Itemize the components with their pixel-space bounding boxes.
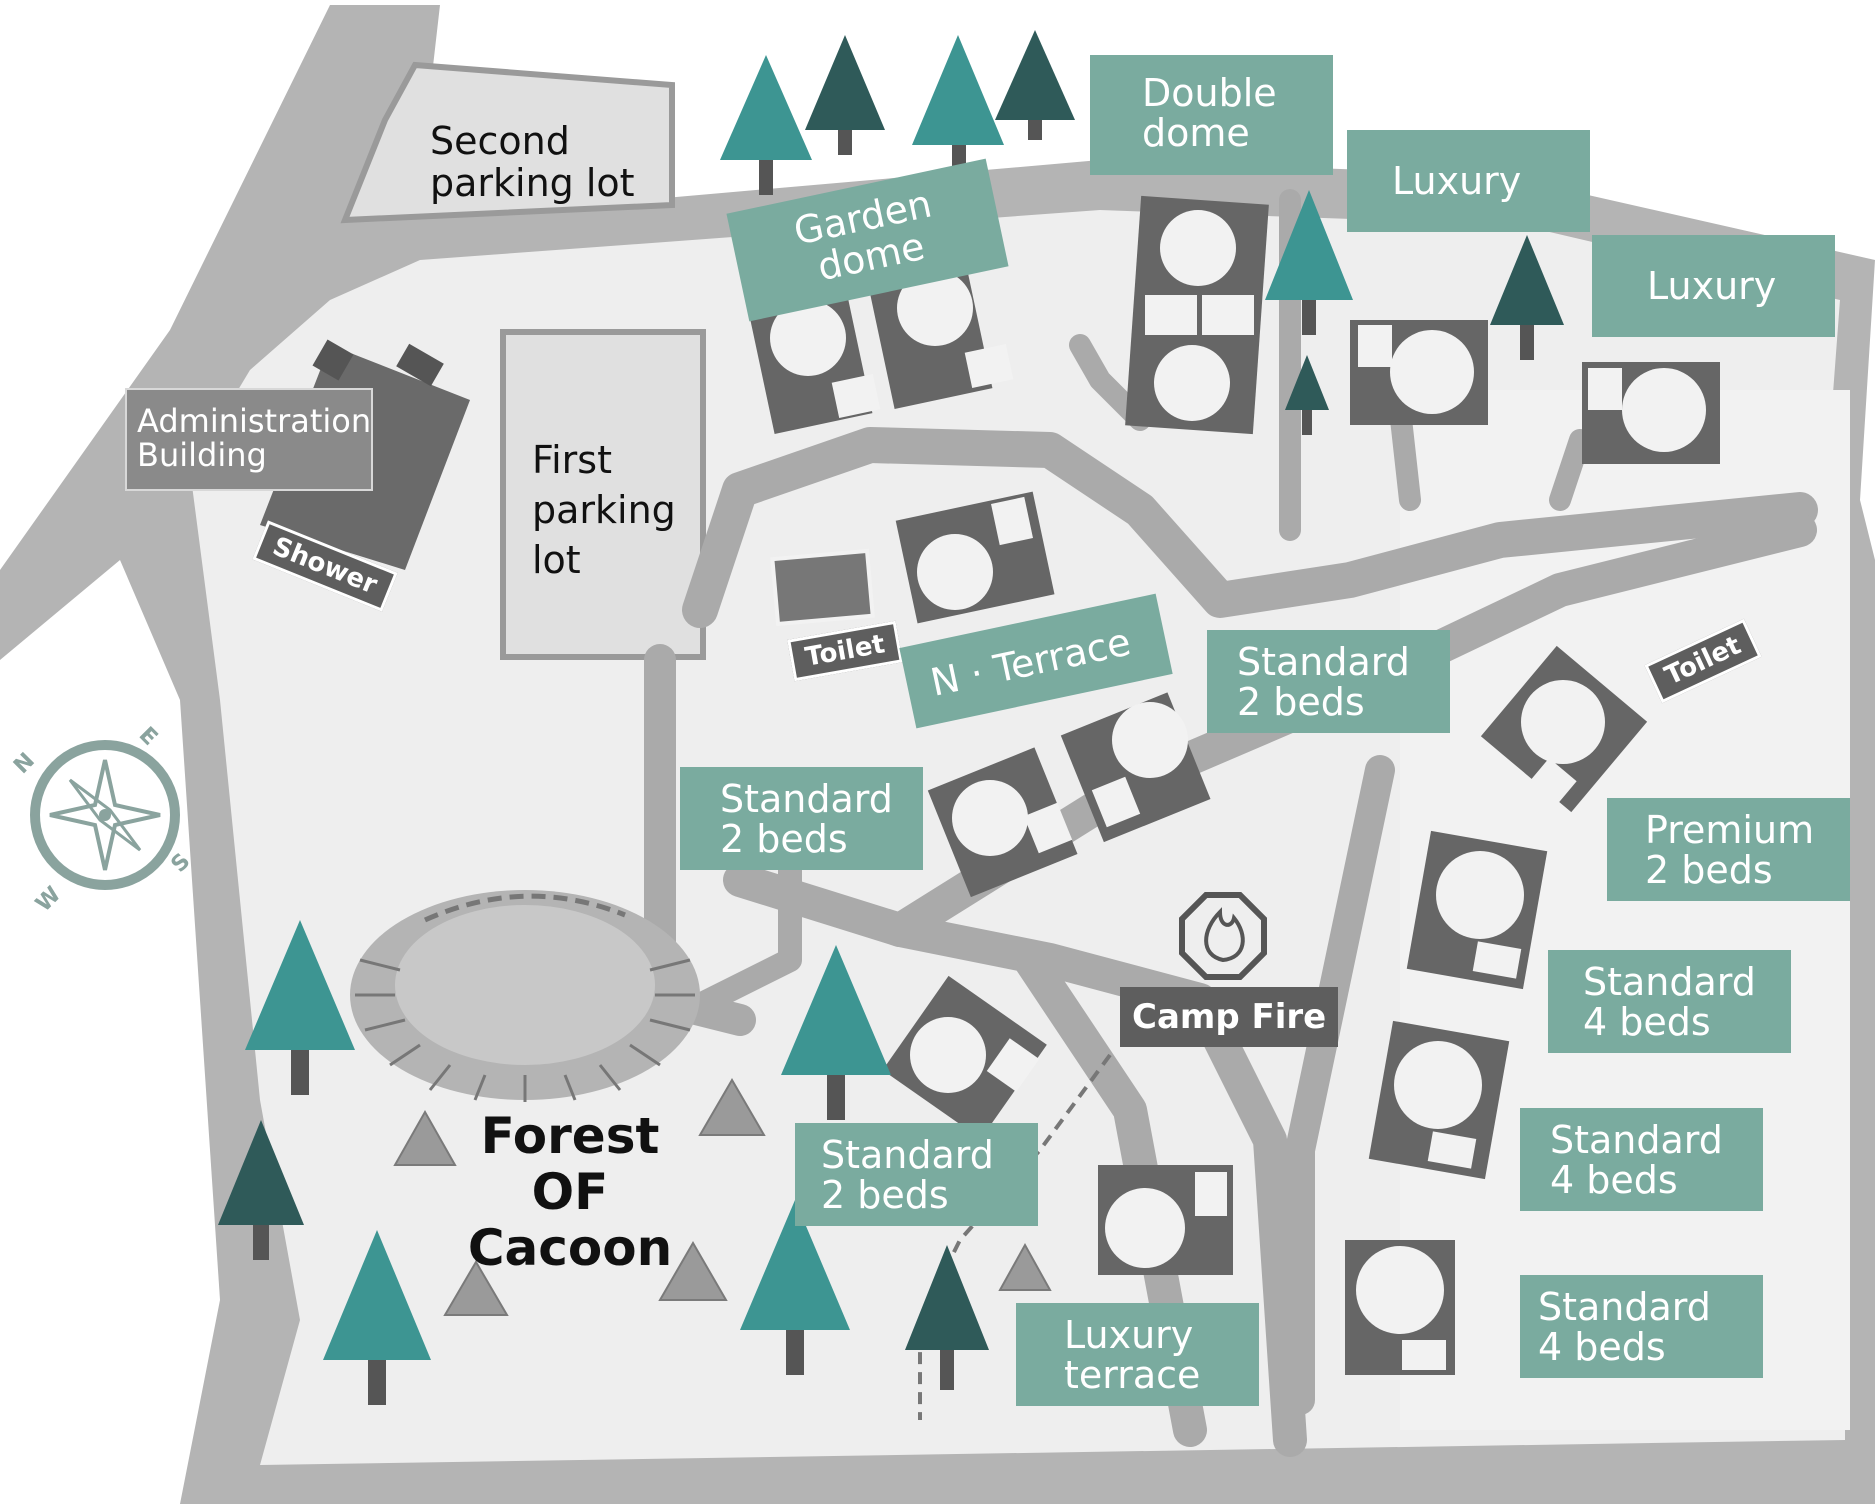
cabin-standard-2-c: [882, 975, 1047, 1139]
compass-n: N: [9, 748, 40, 779]
luxury-1-label: Luxury: [1347, 130, 1590, 232]
cabin-garden-dome-2: [867, 261, 1014, 409]
tree-icon: [781, 945, 891, 1120]
cabin-standard-4-c: [1345, 1240, 1455, 1375]
cabin-standard-4-b: [1368, 1020, 1510, 1180]
tree-icon: [720, 55, 812, 195]
tents: [393, 1078, 1052, 1316]
camp-fire-label: Camp Fire: [1120, 987, 1339, 1047]
trees: [218, 30, 1564, 1405]
cabin-luxury-terrace: [1098, 1165, 1233, 1275]
tree-icon: [912, 35, 1004, 175]
cabin-premium: [1480, 645, 1648, 813]
tree-icon: [1490, 235, 1564, 360]
cabin-standard-2-b: [1060, 692, 1211, 843]
tent-icon: [698, 1078, 766, 1136]
tent-icon: [393, 1109, 457, 1166]
cabin-double-dome: [1125, 195, 1269, 435]
tree-icon: [323, 1230, 431, 1405]
cabin-luxury-1: [1350, 320, 1488, 425]
tree-icon: [805, 35, 885, 155]
tree-icon: [995, 30, 1075, 140]
tree-icon: [1265, 190, 1353, 335]
amphitheater: [350, 890, 700, 1102]
tent-icon: [443, 1260, 509, 1316]
cabins: [747, 195, 1720, 1375]
toilet-building-left: [770, 548, 875, 627]
cabin-luxury-2: [1582, 362, 1720, 464]
second-parking-lot: [340, 61, 675, 224]
first-parking-lot: [500, 329, 706, 660]
tent-icon: [998, 1242, 1052, 1291]
walking-trail: [918, 1053, 1112, 1420]
tent-icon: [658, 1241, 728, 1301]
cabin-standard-4-a: [1406, 830, 1548, 990]
tree-icon: [740, 1200, 850, 1375]
cabin-standard-2-a: [927, 747, 1078, 898]
tree-icon: [1285, 355, 1329, 435]
compass-rose-icon: N E S W: [9, 722, 195, 917]
tree-icon: [905, 1245, 989, 1390]
cabin-n-terrace: [895, 491, 1055, 624]
cabin-garden-dome-1: [747, 286, 881, 434]
luxury-2-label: Luxury: [1592, 235, 1835, 337]
tree-icon: [245, 920, 355, 1095]
compass-e: E: [134, 722, 162, 750]
fire-icon: [1179, 892, 1267, 980]
compass-w: W: [31, 882, 66, 917]
tree-icon: [218, 1120, 304, 1260]
